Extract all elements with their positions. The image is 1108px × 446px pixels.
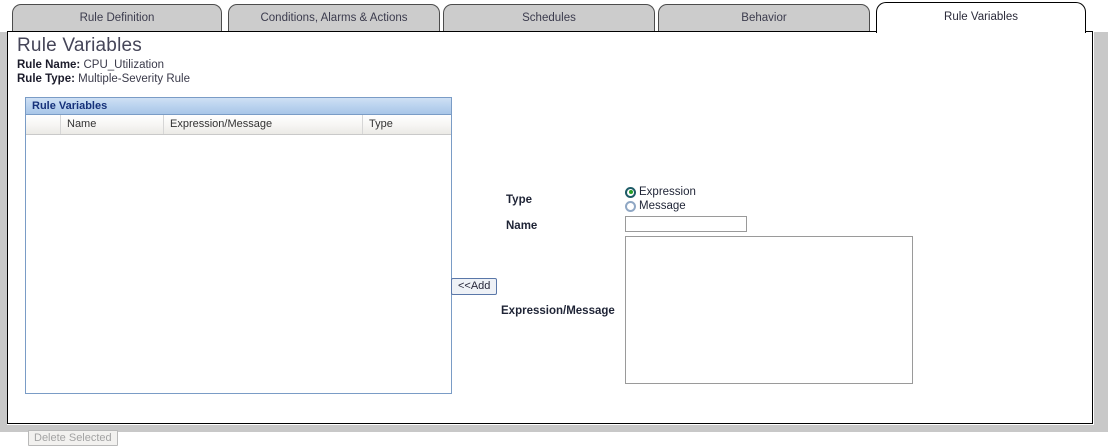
table-header-row: Name Expression/Message Type: [26, 115, 451, 135]
content-panel: Rule Variables Rule Name: CPU_Utilizatio…: [7, 31, 1093, 446]
name-input[interactable]: [625, 216, 747, 232]
name-label: Name: [506, 220, 538, 232]
delete-selected-button[interactable]: Delete Selected: [28, 430, 118, 446]
page-edge-left: [0, 31, 7, 432]
column-header-name[interactable]: Name: [61, 115, 164, 134]
radio-option-expression[interactable]: Expression: [625, 186, 696, 198]
page-edge-right: [1094, 0, 1108, 432]
tab-strip: Rule Definition Conditions, Alarms & Act…: [0, 0, 1108, 33]
active-tab-notch: [879, 29, 1082, 33]
expression-message-textarea[interactable]: [625, 236, 913, 384]
page-edge-bottom: [0, 425, 1108, 432]
column-header-select[interactable]: [26, 115, 61, 134]
type-label: Type: [506, 194, 532, 206]
rule-type-line: Rule Type: Multiple-Severity Rule: [17, 72, 190, 86]
radio-expression-icon[interactable]: [625, 186, 636, 198]
rule-type-label: Rule Type:: [17, 73, 75, 85]
radio-message-icon[interactable]: [625, 200, 636, 212]
column-header-type[interactable]: Type: [369, 118, 393, 130]
add-button[interactable]: <<Add: [451, 278, 498, 295]
tab-conditions-alarms-actions[interactable]: Conditions, Alarms & Actions: [228, 4, 440, 32]
table-body-empty: [26, 135, 451, 391]
radio-expression-label: Expression: [639, 186, 696, 198]
page-title: Rule Variables: [17, 35, 142, 56]
rule-name-line: Rule Name: CPU_Utilization: [17, 58, 190, 72]
tab-behavior[interactable]: Behavior: [658, 4, 870, 32]
rule-name-label: Rule Name:: [17, 59, 81, 71]
column-header-expression-message[interactable]: Expression/Message: [164, 115, 363, 134]
tab-schedules[interactable]: Schedules: [443, 4, 655, 32]
rule-name-value: CPU_Utilization: [83, 59, 165, 71]
variable-form: Type Expression Message Name Expression/…: [468, 142, 1068, 402]
radio-message-label: Message: [639, 200, 686, 212]
rule-variables-panel-title: Rule Variables: [26, 98, 451, 115]
rule-type-value: Multiple-Severity Rule: [78, 73, 190, 85]
radio-option-message[interactable]: Message: [625, 200, 686, 212]
tab-rule-variables[interactable]: Rule Variables: [876, 2, 1086, 33]
expression-message-label: Expression/Message: [501, 305, 615, 317]
tab-rule-definition[interactable]: Rule Definition: [12, 4, 222, 32]
heading-block: Rule Variables Rule Name: CPU_Utilizatio…: [17, 35, 190, 86]
rule-variables-table-panel: Rule Variables Name Expression/Message T…: [25, 97, 452, 394]
